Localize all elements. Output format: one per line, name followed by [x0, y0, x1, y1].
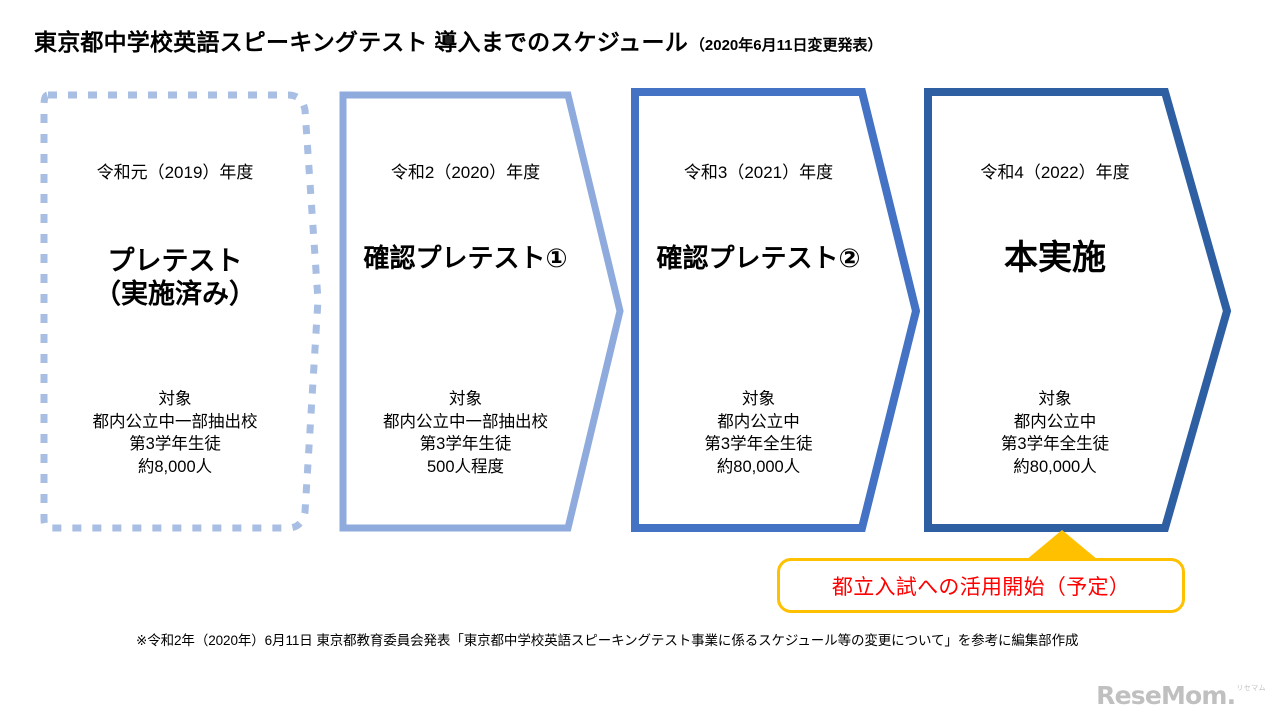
- panel-shape-full-implementation: [924, 88, 1232, 532]
- panel-detail-full-implementation: 対象 都内公立中 第3学年全生徒 約80,000人: [930, 388, 1180, 478]
- panel-detail-line: 都内公立中一部抽出校: [383, 412, 548, 431]
- title-main-text: 東京都中学校英語スピーキングテスト 導入までのスケジュール: [34, 29, 688, 55]
- panel-detail-line: 第3学年生徒: [419, 435, 512, 454]
- panel-title-confirm-pretest-1: 確認プレテスト①: [343, 243, 588, 275]
- callout-text: 都立入試への活用開始（予定）: [831, 575, 1131, 599]
- panel-detail-line: 第3学年全生徒: [704, 435, 813, 454]
- panel-detail-line: 対象: [158, 390, 192, 408]
- panel-detail-confirm-pretest-1: 対象 都内公立中一部抽出校 第3学年生徒 500人程度: [343, 388, 588, 478]
- panel-year-confirm-pretest-2: 令和3（2021）年度: [683, 163, 834, 182]
- panel-detail-line: 対象: [1038, 390, 1072, 408]
- panel-detail-line: 対象: [742, 390, 775, 408]
- panel-title-line: プレテスト: [107, 246, 243, 276]
- panel-title-line: （実施済み）: [94, 278, 256, 309]
- panel-title-line: 確認プレテスト②: [656, 243, 861, 273]
- panel-title-full-implementation: 本実施: [930, 238, 1180, 279]
- panel-detail-line: 対象: [449, 390, 482, 408]
- panel-detail-line: 第3学年全生徒: [1000, 435, 1110, 454]
- watermark-logo-text: ReseMom.: [1096, 681, 1236, 710]
- panel-detail-pretest: 対象 都内公立中一部抽出校 第3学年生徒 約8,000人: [44, 388, 306, 478]
- title-note-text: （2020年6月11日変更発表）: [689, 37, 883, 54]
- panel-title-pretest: プレテスト （実施済み）: [44, 245, 306, 311]
- panel-detail-line: 約80,000人: [716, 457, 801, 476]
- panel-detail-confirm-pretest-2: 対象 都内公立中 第3学年全生徒 約80,000人: [636, 388, 881, 478]
- panel-title-line: 確認プレテスト①: [363, 243, 568, 273]
- panel-detail-line: 都内公立中: [717, 412, 800, 431]
- panel-detail-line: 約8,000人: [137, 457, 213, 476]
- panel-detail-line: 500人程度: [426, 457, 505, 476]
- page-title: 東京都中学校英語スピーキングテスト 導入までのスケジュール （2020年6月11…: [34, 23, 882, 57]
- watermark-kana-text: リセマム: [1236, 685, 1266, 692]
- footnote: ※令和2年（2020年）6月11日 東京都教育委員会発表「東京都中学校英語スピー…: [136, 633, 1079, 648]
- panel-shape-pretest: [40, 91, 322, 532]
- panel-year-full-implementation: 令和4（2022）年度: [980, 163, 1130, 182]
- panel-detail-line: 第3学年生徒: [129, 435, 221, 454]
- panel-title-line: 本実施: [1004, 239, 1106, 277]
- resemom-watermark: ReseMom. リセマム: [1096, 681, 1266, 710]
- panel-title-confirm-pretest-2: 確認プレテスト②: [636, 243, 881, 275]
- panel-shape-confirm-pretest-2: [631, 88, 921, 532]
- panel-detail-line: 都内公立中: [1013, 412, 1097, 431]
- callout-box: 都立入試への活用開始（予定）: [777, 558, 1185, 613]
- panel-detail-line: 約80,000人: [1013, 457, 1097, 476]
- panel-year-confirm-pretest-1: 令和2（2020）年度: [390, 163, 541, 182]
- panel-year-pretest: 令和元（2019）年度: [96, 163, 254, 182]
- panel-detail-line: 都内公立中一部抽出校: [92, 412, 258, 431]
- panel-shape-confirm-pretest-1: [339, 91, 624, 532]
